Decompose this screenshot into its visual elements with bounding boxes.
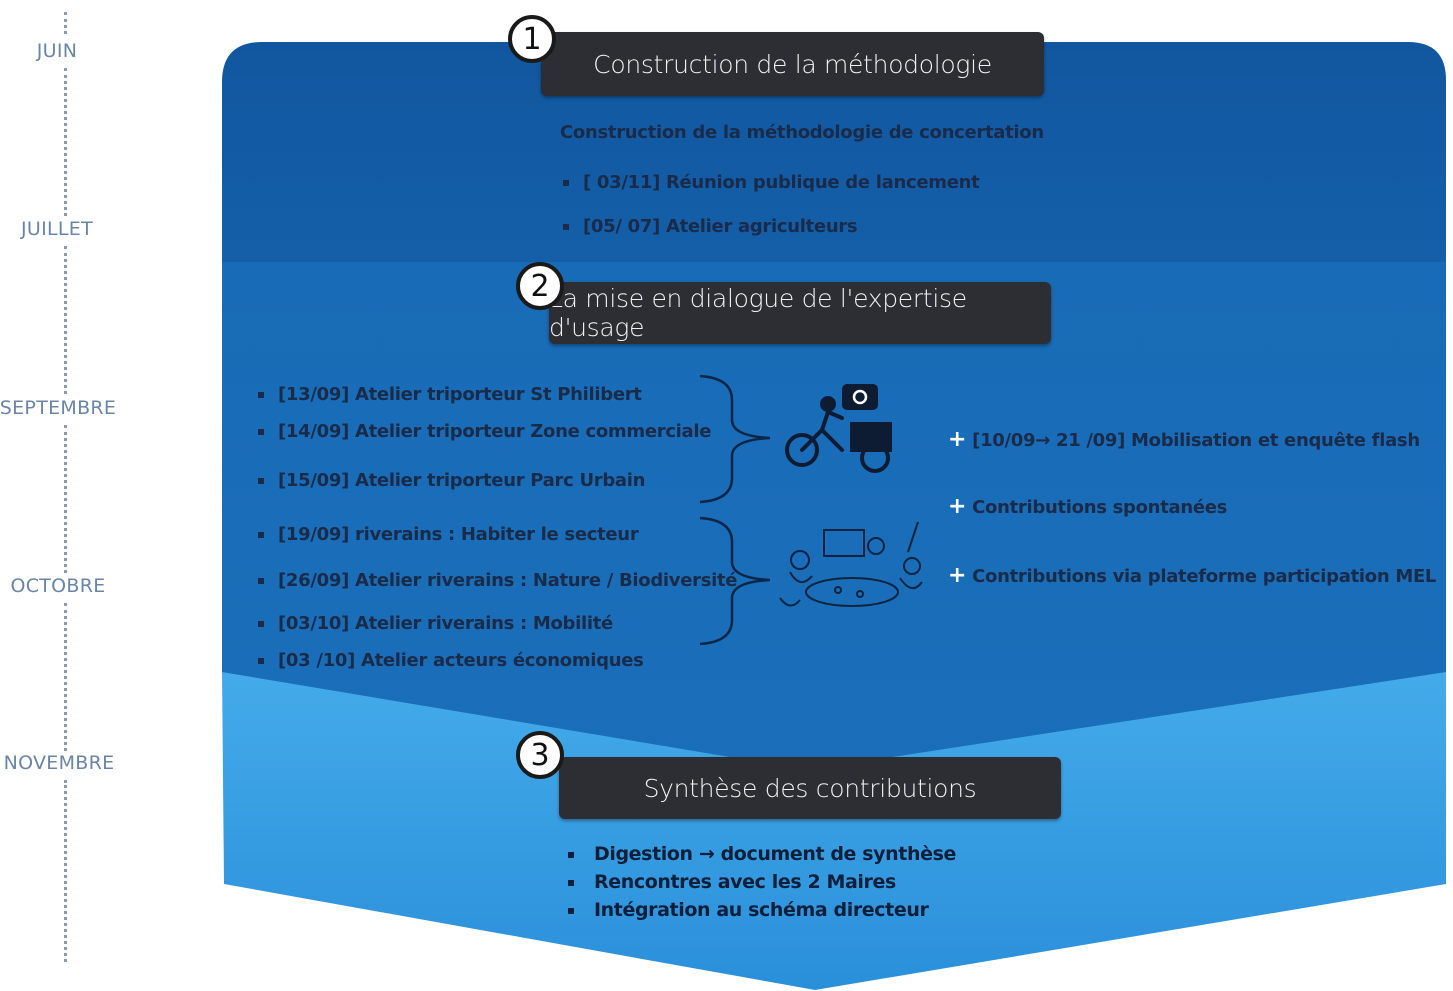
group-meeting-icon (779, 521, 923, 607)
phase1-item-text: [05/ 07] Atelier agriculteurs (583, 216, 858, 237)
phase2-band (222, 262, 1446, 770)
bullet-icon (568, 851, 574, 858)
month-juillet: JUILLET (21, 218, 93, 240)
phase2-right-item: +Contributions via plateforme participat… (948, 563, 1436, 588)
phase3-item: Intégration au schéma directeur (568, 899, 929, 921)
step3-number: 3 (530, 737, 550, 773)
phase2-left-item: [26/09] Atelier riverains : Nature / Bio… (258, 570, 738, 591)
phase2-right-item-text: Contributions via plateforme participati… (972, 566, 1437, 587)
month-octobre: OCTOBRE (10, 575, 106, 597)
phase2-left-item-text: [19/09] riverains : Habiter le secteur (278, 524, 639, 545)
phase2-left-item: [15/09] Atelier triporteur Parc Urbain (258, 470, 645, 491)
tricycle-camera-icon (785, 384, 892, 473)
phase1-item-text: [ 03/11] Réunion publique de lancement (583, 172, 980, 193)
bullet-icon (258, 658, 264, 664)
phase2-left-item-text: [03/10] Atelier riverains : Mobilité (278, 613, 613, 634)
brace-riverains (699, 516, 771, 646)
phase1-item: [ 03/11] Réunion publique de lancement (563, 172, 980, 193)
bullet-icon (568, 879, 574, 886)
plus-icon: + (948, 427, 967, 452)
step3-title-box: Synthèse des contributions (559, 757, 1061, 819)
phase3-item-text: Intégration au schéma directeur (594, 899, 929, 921)
phase2-left-item: [13/09] Atelier triporteur St Philibert (258, 384, 642, 405)
bullet-icon (258, 392, 264, 398)
bullet-icon (258, 621, 264, 627)
timeline-line-6 (64, 780, 67, 962)
plus-icon: + (948, 563, 967, 588)
bullet-icon (258, 429, 264, 435)
phase3-item-text: Rencontres avec les 2 Maires (594, 871, 896, 893)
phase3-item-text: Digestion → document de synthèse (594, 843, 956, 865)
phase2-right-item-text: [10/09→ 21 /09] Mobilisation et enquête … (972, 430, 1420, 451)
step2-title-box: La mise en dialogue de l'expertise d'usa… (549, 282, 1051, 344)
phase2-left-item-text: [14/09] Atelier triporteur Zone commerci… (278, 421, 712, 442)
step1-number: 1 (522, 21, 542, 57)
timeline-line-4 (64, 425, 67, 573)
plus-icon: + (948, 494, 967, 519)
step1-title-box: Construction de la méthodologie (541, 32, 1044, 96)
phase2-left-item-text: [26/09] Atelier riverains : Nature / Bio… (278, 570, 738, 591)
step2-number-badge: 2 (516, 262, 564, 310)
phase2-left-item: [03/10] Atelier riverains : Mobilité (258, 613, 613, 634)
phase2-right-item: +Contributions spontanées (948, 494, 1227, 519)
phase2-right-item-text: Contributions spontanées (972, 497, 1228, 518)
step1-title: Construction de la méthodologie (593, 49, 992, 79)
step2-title: La mise en dialogue de l'expertise d'usa… (549, 284, 967, 342)
bullet-icon (563, 180, 569, 186)
timeline-line-2 (64, 68, 67, 216)
timeline-line-3 (64, 246, 67, 394)
month-juin: JUIN (36, 40, 78, 62)
month-septembre: SEPTEMBRE (0, 397, 117, 419)
phase1-item: [05/ 07] Atelier agriculteurs (563, 216, 858, 237)
phase3-item: Digestion → document de synthèse (568, 843, 956, 865)
phase2-left-item-text: [13/09] Atelier triporteur St Philibert (278, 384, 642, 405)
phase1-heading: Construction de la méthodologie de conce… (560, 122, 1044, 143)
bullet-icon (258, 478, 264, 484)
brace-triporteur (699, 374, 771, 504)
timeline-line-5 (64, 603, 67, 751)
timeline-line-1 (64, 12, 67, 34)
bullet-icon (258, 532, 264, 538)
step2-number: 2 (530, 268, 550, 304)
bullet-icon (258, 578, 264, 584)
phase2-left-item-text: [15/09] Atelier triporteur Parc Urbain (278, 470, 646, 491)
step3-number-badge: 3 (516, 731, 564, 779)
phase2-left-item: [14/09] Atelier triporteur Zone commerci… (258, 421, 711, 442)
step1-number-badge: 1 (508, 15, 556, 63)
phase2-left-item: [19/09] riverains : Habiter le secteur (258, 524, 639, 545)
bullet-icon (563, 224, 569, 230)
bullet-icon (568, 907, 574, 914)
step3-title: Synthèse des contributions (643, 773, 977, 803)
phase2-right-item: +[10/09→ 21 /09] Mobilisation et enquête… (948, 427, 1420, 452)
phase2-left-item-text: [03 /10] Atelier acteurs économiques (278, 650, 644, 671)
phase3-item: Rencontres avec les 2 Maires (568, 871, 896, 893)
month-novembre: NOVEMBRE (3, 752, 115, 774)
phase2-left-item: [03 /10] Atelier acteurs économiques (258, 650, 644, 671)
